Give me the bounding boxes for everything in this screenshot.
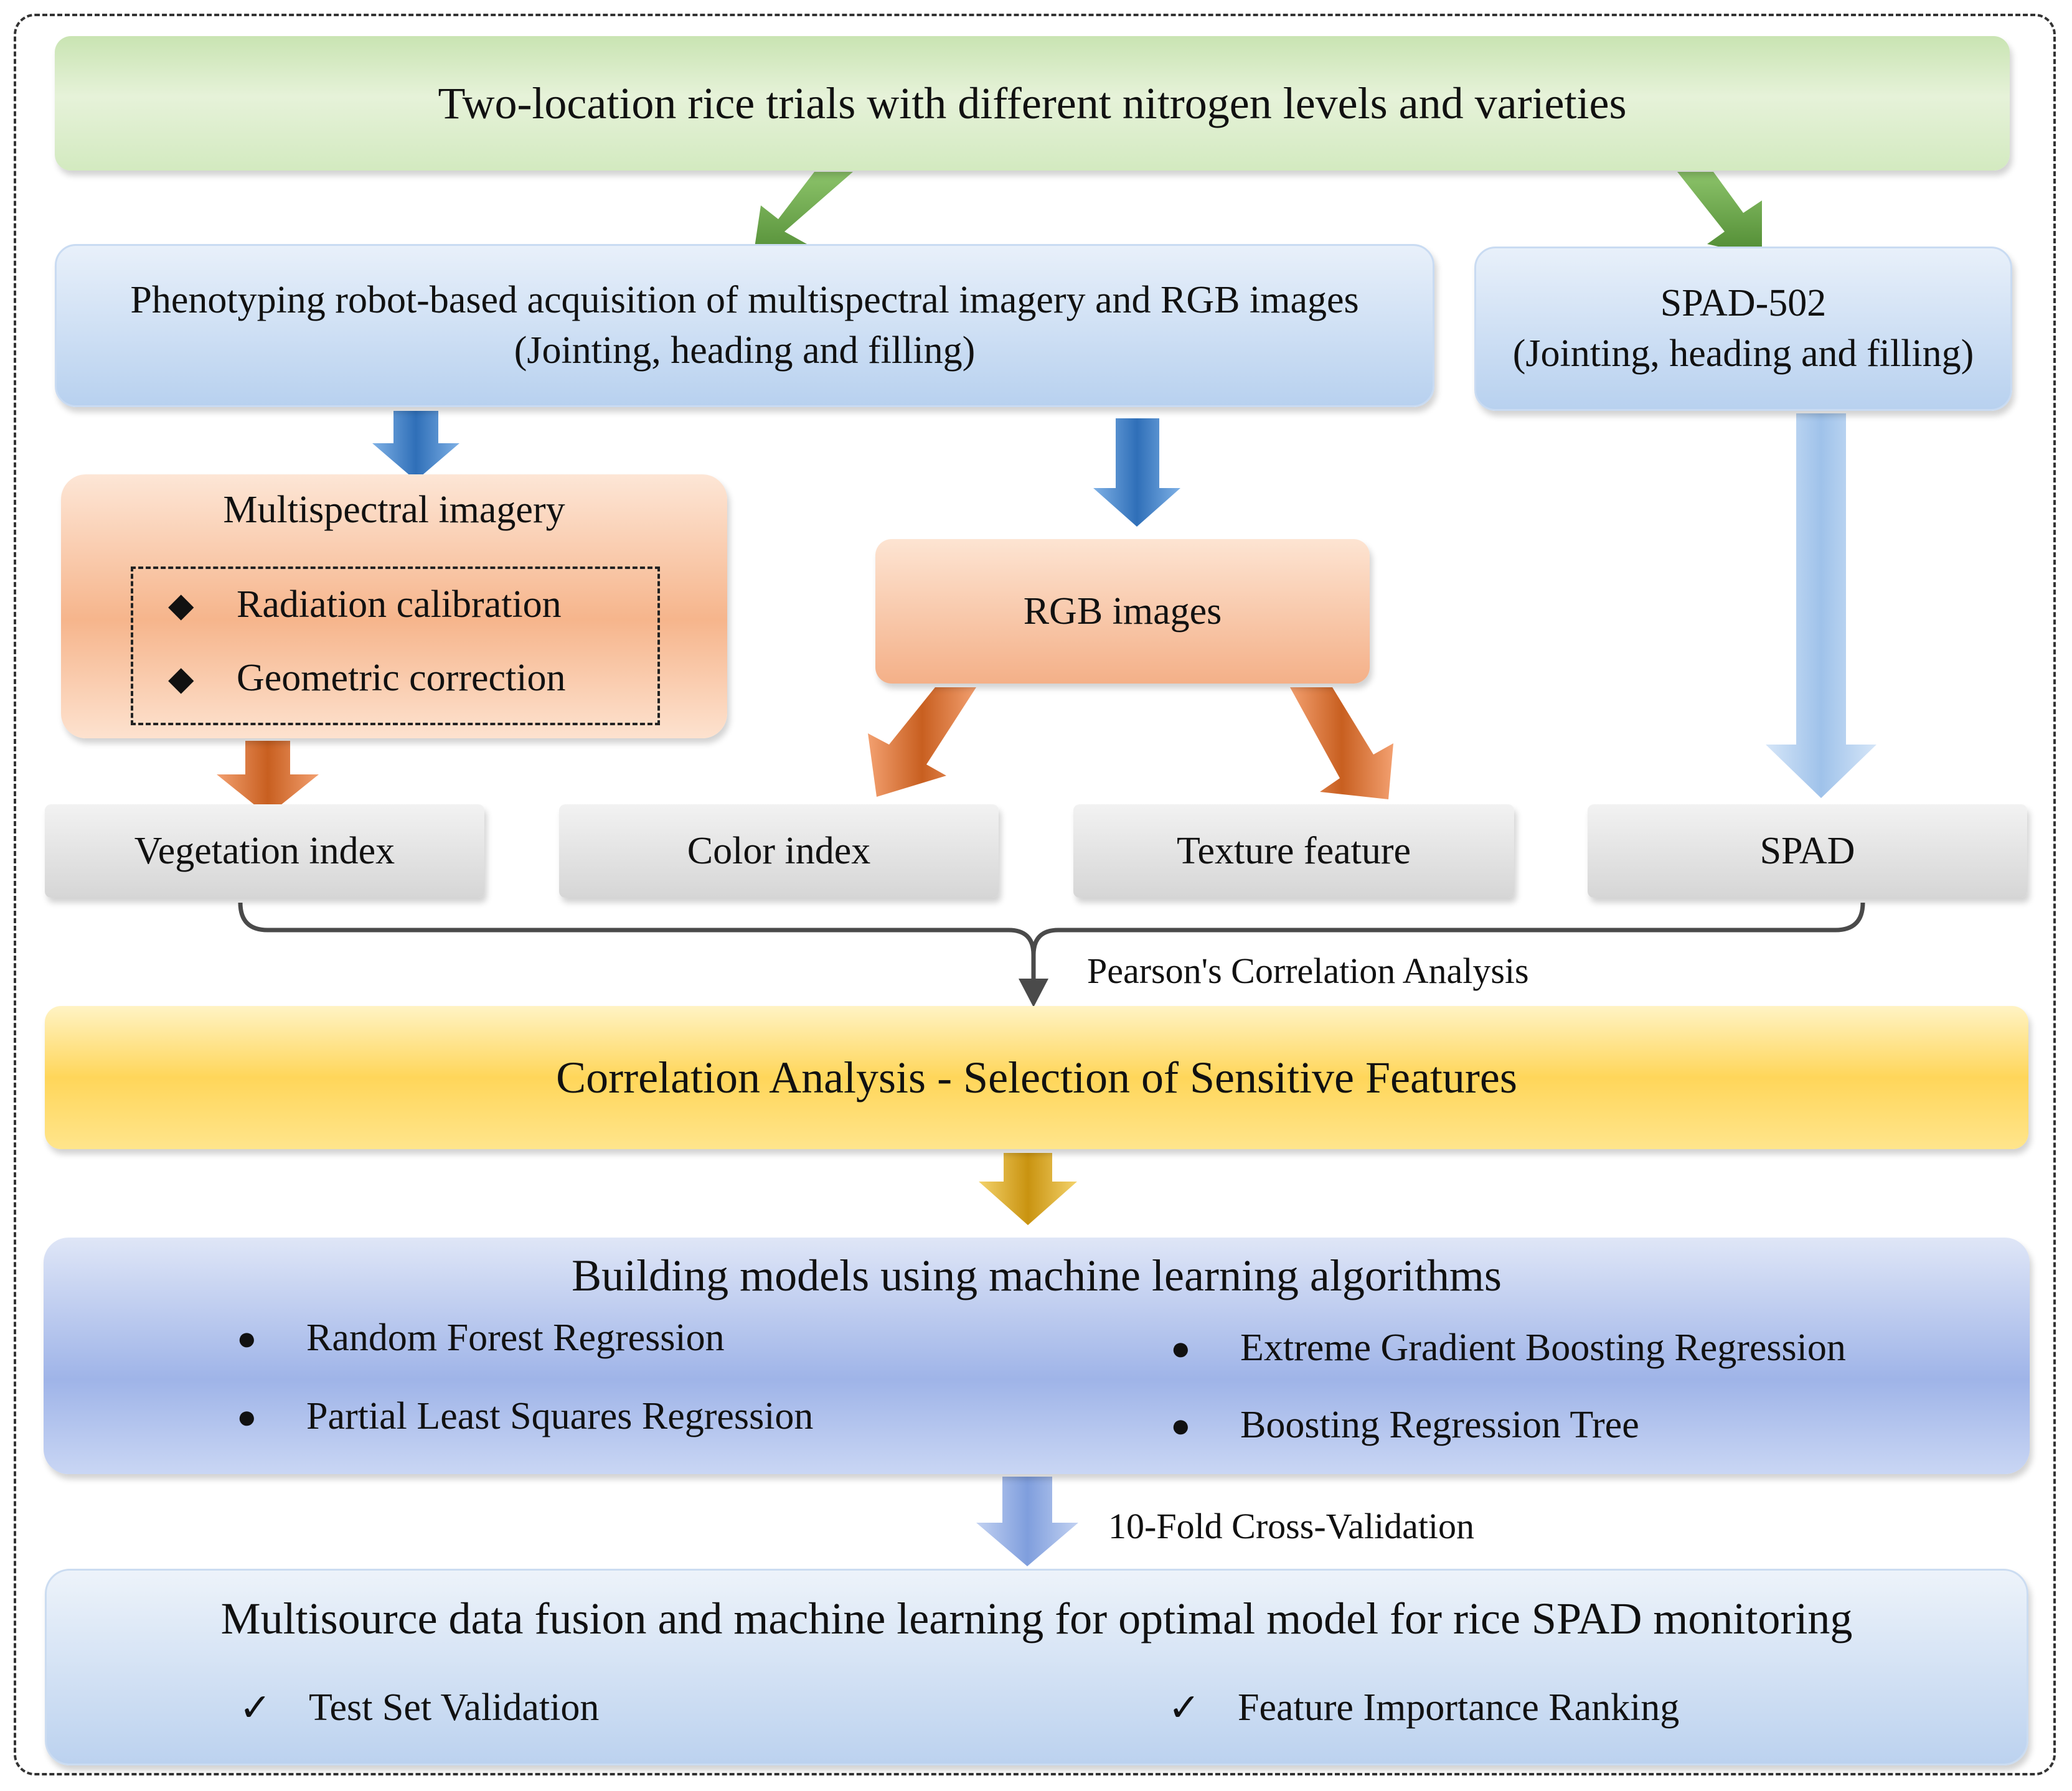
vegetation-index-text: Vegetation index <box>134 829 395 872</box>
vegetation-index-box: Vegetation index <box>45 804 484 898</box>
check-label: Feature Importance Ranking <box>1238 1686 1680 1729</box>
fusion-title: Multisource data fusion and machine lear… <box>220 1594 1853 1643</box>
orange-arrow-texture <box>1290 687 1393 799</box>
texture-feature-box: Texture feature <box>1073 804 1514 898</box>
step-geometric-correction: ◆ Geometric correction <box>168 656 565 700</box>
diamond-bullet-icon: ◆ <box>168 660 194 697</box>
feature-selection-text: Correlation Analysis - Selection of Sens… <box>556 1052 1517 1102</box>
cross-validation-label: 10-Fold Cross-Validation <box>1108 1506 1475 1546</box>
rgb-images-box: RGB images <box>875 539 1370 684</box>
algo-label: Partial Least Squares Regression <box>306 1395 814 1437</box>
gold-arrow <box>979 1153 1077 1225</box>
multispectral-box: Multispectral imagery <box>61 474 727 738</box>
feature-bracket-connector <box>238 902 1865 1007</box>
spad-text: SPAD <box>1759 829 1855 872</box>
periwinkle-arrow <box>976 1477 1078 1566</box>
diamond-bullet-icon: ◆ <box>168 586 194 624</box>
circle-bullet-icon: ● <box>1170 1406 1191 1444</box>
algo-label: Boosting Regression Tree <box>1240 1404 1639 1446</box>
blue-arrow-multispectral <box>372 411 459 481</box>
trials-text: Two-location rice trials with different … <box>438 78 1627 128</box>
algo-boosting-regression-tree: ● Boosting Regression Tree <box>1170 1403 1639 1447</box>
texture-feature-text: Texture feature <box>1176 829 1411 872</box>
check-test-set-validation: ✓ Test Set Validation <box>239 1685 599 1731</box>
circle-bullet-icon: ● <box>237 1319 257 1357</box>
algo-random-forest: ● Random Forest Regression <box>237 1316 725 1360</box>
check-icon: ✓ <box>239 1687 271 1729</box>
step-label: Geometric correction <box>237 657 566 699</box>
check-label: Test Set Validation <box>309 1686 600 1729</box>
circle-bullet-icon: ● <box>237 1398 257 1436</box>
color-index-text: Color index <box>687 829 871 872</box>
multispectral-title: Multispectral imagery <box>223 489 565 531</box>
spad502-line1: SPAD-502 <box>1660 282 1827 325</box>
check-feature-importance: ✓ Feature Importance Ranking <box>1168 1685 1679 1731</box>
green-arrow-right <box>1677 172 1762 256</box>
outer-dashed-frame <box>14 14 2056 1775</box>
check-icon: ✓ <box>1168 1687 1200 1729</box>
algo-partial-least-squares: ● Partial Least Squares Regression <box>237 1394 813 1439</box>
step-label: Radiation calibration <box>237 583 562 626</box>
orange-arrow-vegetation <box>217 741 319 816</box>
step-radiation-calibration: ◆ Radiation calibration <box>168 583 562 627</box>
feature-selection-box: Correlation Analysis - Selection of Sens… <box>45 1006 2028 1149</box>
algo-label: Extreme Gradient Boosting Regression <box>1240 1327 1846 1369</box>
algo-xgboost: ● Extreme Gradient Boosting Regression <box>1170 1326 1846 1370</box>
circle-bullet-icon: ● <box>1170 1329 1191 1367</box>
acquisition-line1: Phenotyping robot-based acquisition of m… <box>130 279 1359 322</box>
ml-models-box: Building models using machine learning a… <box>44 1238 2030 1474</box>
acquisition-line2: (Jointing, heading and filling) <box>514 329 976 372</box>
spad-box: SPAD <box>1588 804 2027 898</box>
fusion-box: Multisource data fusion and machine lear… <box>45 1569 2028 1765</box>
light-blue-arrow-spad <box>1766 413 1877 798</box>
algo-label: Random Forest Regression <box>306 1317 725 1359</box>
rgb-images-text: RGB images <box>1023 590 1222 632</box>
spad502-line2: (Jointing, heading and filling) <box>1512 332 1974 375</box>
trials-box: Two-location rice trials with different … <box>55 36 2010 171</box>
green-arrow-left <box>752 172 853 264</box>
acquisition-box: Phenotyping robot-based acquisition of m… <box>55 244 1434 407</box>
color-index-box: Color index <box>559 804 999 898</box>
ml-title: Building models using machine learning a… <box>572 1251 1502 1300</box>
blue-arrow-rgb <box>1093 418 1180 527</box>
spad502-box: SPAD-502 (Jointing, heading and filling) <box>1474 247 2012 411</box>
pearson-label: Pearson's Correlation Analysis <box>1087 951 1529 991</box>
orange-arrow-color <box>868 687 976 797</box>
preprocessing-dashed-box <box>131 566 660 725</box>
